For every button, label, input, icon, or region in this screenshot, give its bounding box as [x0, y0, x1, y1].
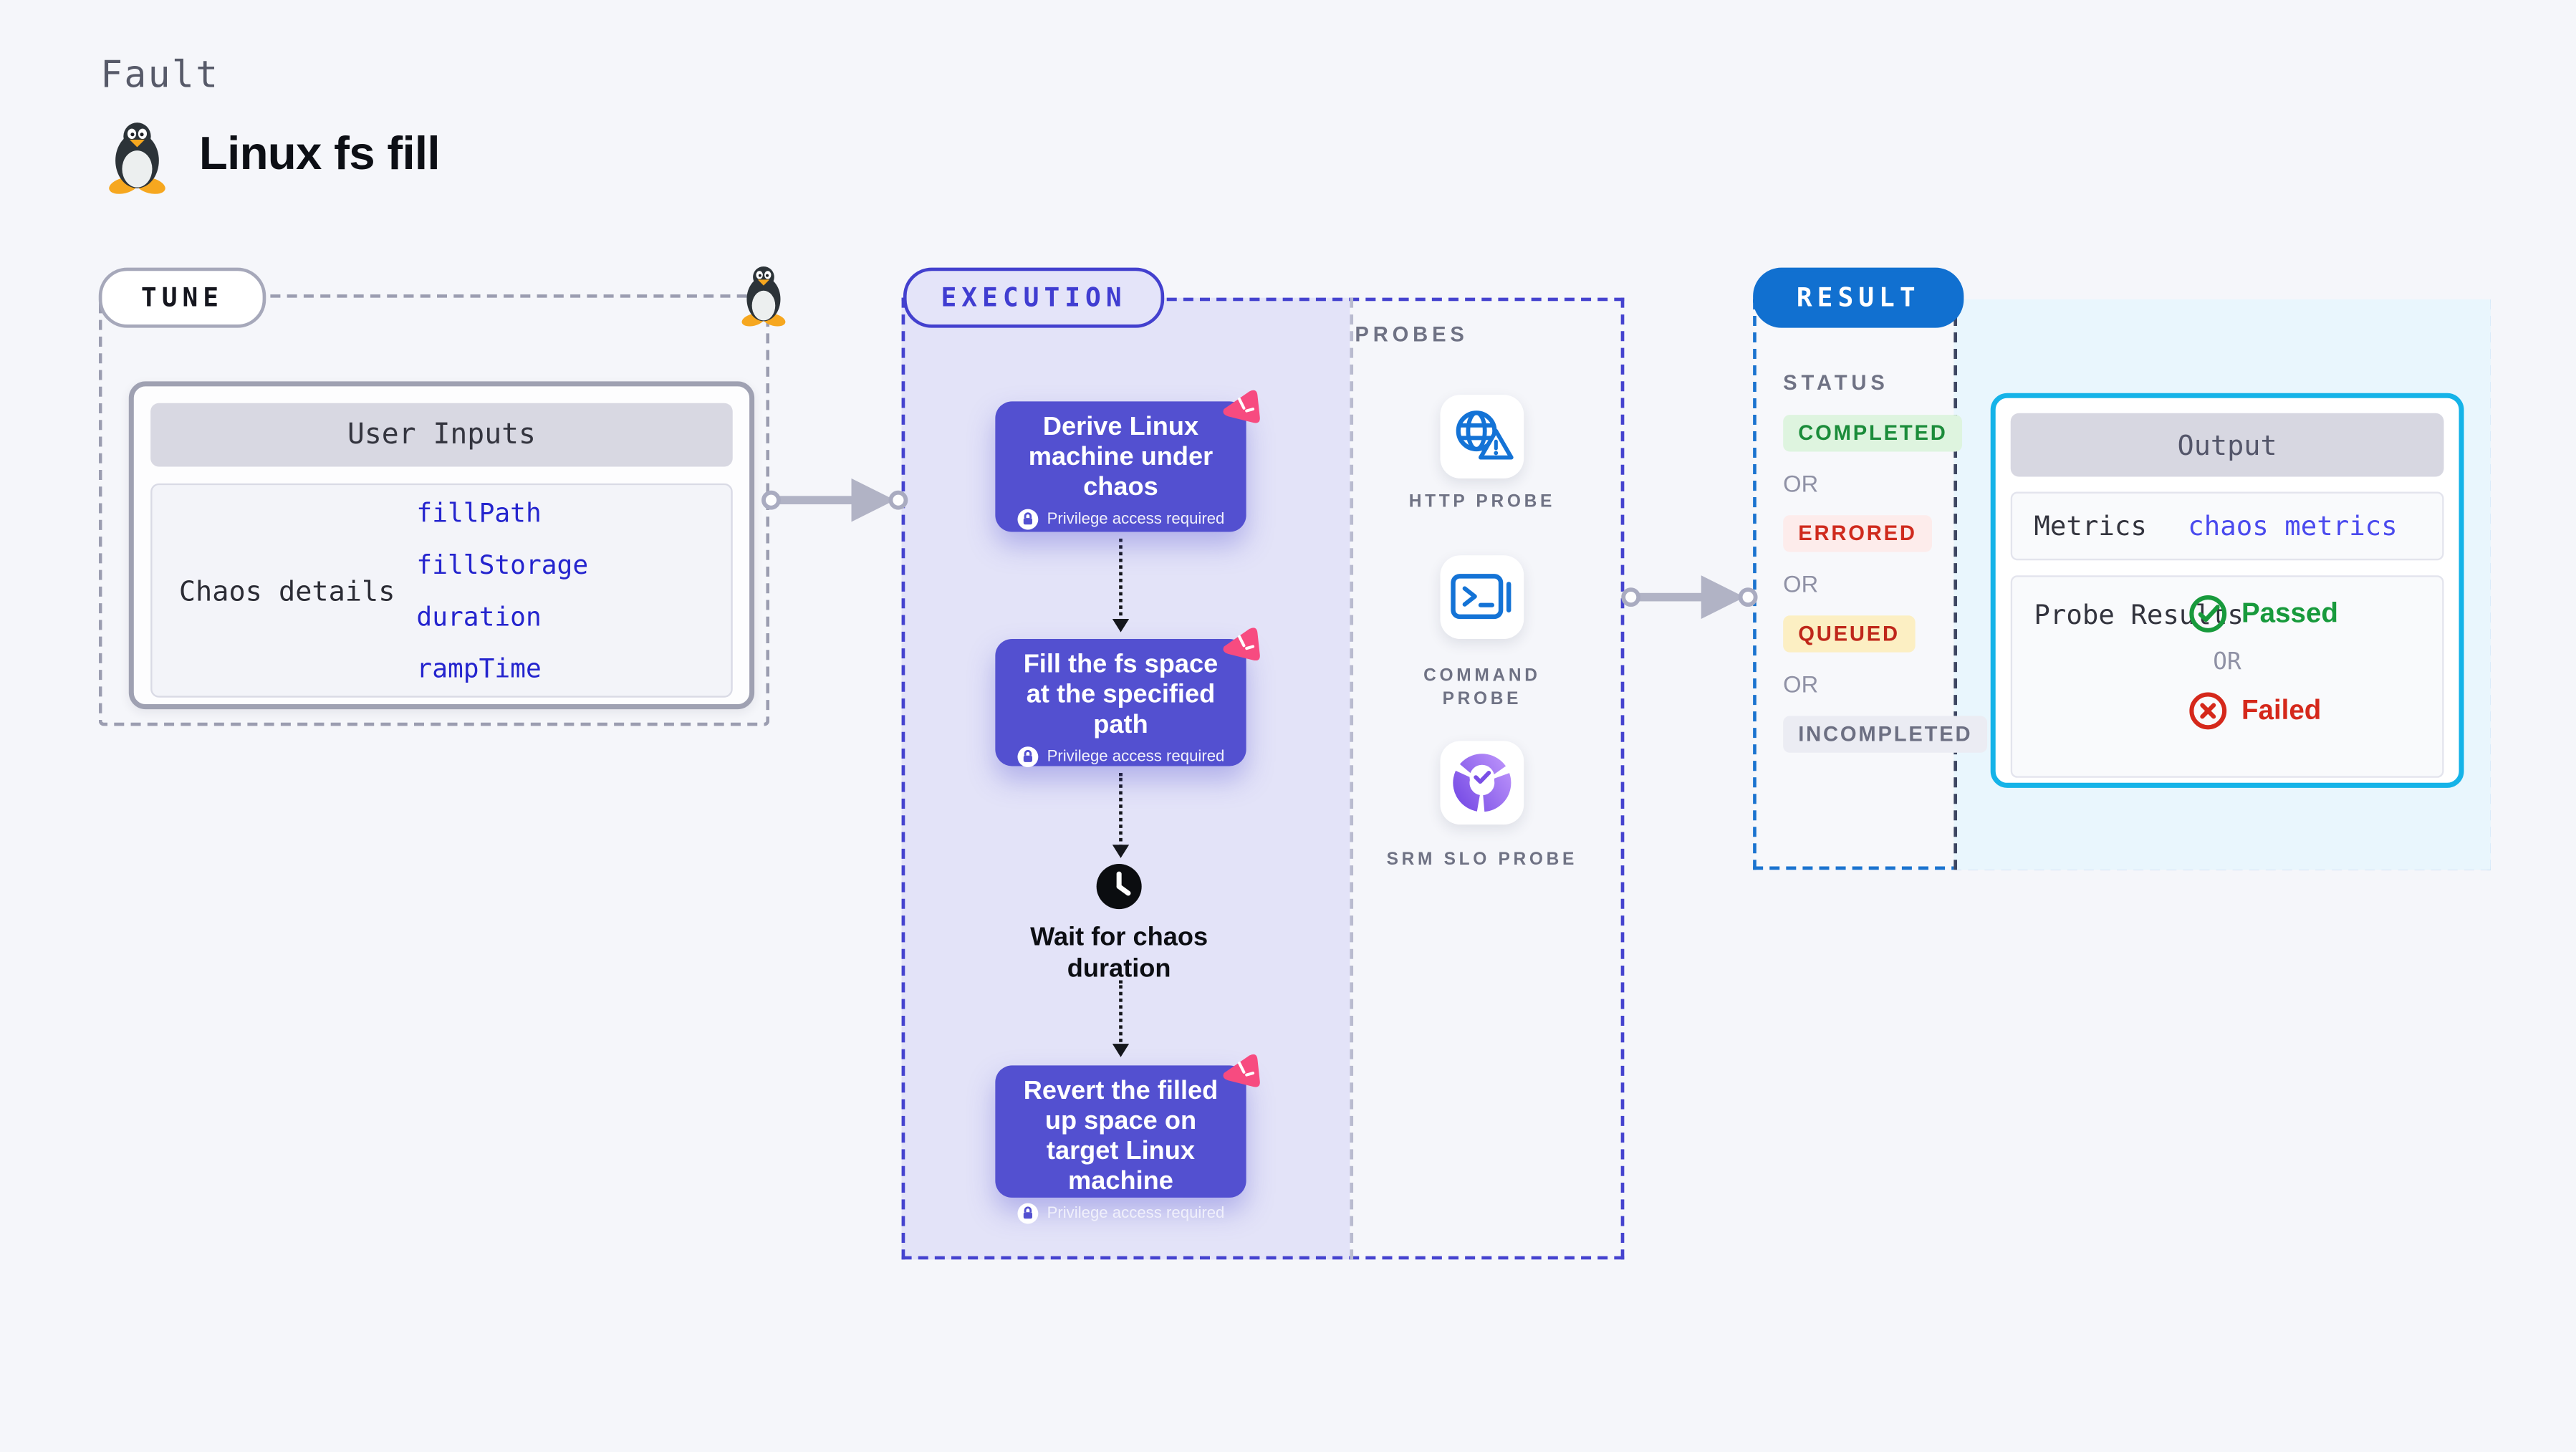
srm-slo-probe-label: SRM SLO PROBE	[1386, 850, 1578, 870]
status-badge-errored: ERRORED	[1783, 515, 1932, 552]
fault-eyebrow: Fault	[100, 55, 220, 97]
metrics-label: Metrics	[2034, 510, 2147, 542]
step-fill-fs-space: Fill the fs space at the specified path …	[995, 628, 1260, 768]
step-title: Derive Linux machine under chaos	[1028, 413, 1213, 502]
srm-slo-probe-icon	[1453, 754, 1512, 812]
input-ramptime: rampTime	[416, 653, 542, 683]
user-inputs-card: User Inputs Chaos details fillPath fillS…	[128, 381, 755, 710]
failed-label: Failed	[2241, 695, 2322, 726]
http-probe-label: HTTP PROBE	[1408, 491, 1555, 512]
output-title: Output	[2010, 413, 2444, 477]
input-fillpath: fillPath	[416, 497, 542, 528]
status-badge-incompleted: INCOMPLETED	[1783, 716, 1988, 753]
srm-slo-probe-card	[1440, 741, 1524, 825]
step-revert-space: Revert the filled up space on target Lin…	[995, 1054, 1260, 1224]
lock-icon	[1017, 509, 1039, 530]
user-inputs-body: Chaos details fillPath fillStorage durat…	[150, 483, 733, 698]
privilege-required-label: Privilege access required	[1047, 1204, 1225, 1223]
command-probe-label: COMMAND PROBE	[1423, 665, 1541, 708]
step-title: Fill the fs space at the specified path	[1023, 650, 1219, 740]
status-or-label: OR	[1783, 470, 1819, 497]
input-duration: duration	[416, 601, 542, 632]
execution-probes-divider	[1350, 297, 1354, 1260]
tux-penguin-icon	[109, 122, 165, 194]
command-probe-card	[1440, 555, 1524, 639]
lock-icon	[1017, 1203, 1039, 1224]
flow-arrow-2	[1112, 772, 1130, 858]
flow-arrow-1	[1112, 538, 1130, 633]
tune-to-execution-arrow	[761, 478, 908, 522]
http-probe-icon	[1456, 410, 1514, 460]
status-badge-queued: QUEUED	[1783, 615, 1915, 653]
chaos-metrics-link[interactable]: chaos metrics	[2188, 510, 2398, 542]
status-or-label: OR	[1783, 570, 1819, 597]
tux-penguin-small-icon	[741, 266, 786, 327]
output-or-label: OR	[2213, 649, 2241, 676]
page-title: Linux fs fill	[198, 127, 441, 179]
probe-results-row: Probe Results Passed OR Failed	[2010, 575, 2444, 778]
step-derive-machine: Derive Linux machine under chaos Privile…	[995, 390, 1260, 532]
wait-for-chaos-label: Wait for chaos duration	[1030, 923, 1208, 984]
probes-to-result-arrow	[1621, 575, 1758, 619]
litmus-chaos-icon	[1223, 628, 1260, 661]
user-inputs-title: User Inputs	[150, 403, 733, 467]
litmus-chaos-icon	[1223, 390, 1260, 423]
tune-section-pill: TUNE	[98, 267, 266, 328]
probes-heading: PROBES	[1355, 322, 1469, 347]
result-section-pill: RESULT	[1753, 267, 1964, 328]
flow-arrow-3	[1112, 980, 1130, 1057]
clock-icon	[1096, 864, 1142, 910]
failed-x-icon	[2189, 692, 2227, 730]
step-title: Revert the filled up space on target Lin…	[1023, 1077, 1219, 1196]
passed-label: Passed	[2241, 597, 2338, 628]
tune-section-box	[98, 294, 770, 726]
input-fillstorage: fillStorage	[416, 549, 589, 580]
lock-icon	[1017, 746, 1039, 768]
litmus-chaos-icon	[1223, 1054, 1260, 1087]
passed-check-icon	[2189, 595, 2227, 633]
execution-section-box	[901, 297, 1625, 1260]
status-or-label: OR	[1783, 670, 1819, 698]
privilege-required-label: Privilege access required	[1047, 747, 1225, 766]
status-badges-list: COMPLETED OR ERRORED OR QUEUED OR INCOMP…	[1783, 415, 1988, 753]
output-card: Output Metrics chaos metrics Probe Resul…	[1990, 393, 2464, 788]
command-probe-icon	[1451, 574, 1512, 620]
privilege-required-label: Privilege access required	[1047, 510, 1225, 529]
status-badge-completed: COMPLETED	[1783, 415, 1963, 452]
http-probe-card	[1440, 395, 1524, 479]
result-status-divider	[1953, 299, 1958, 870]
execution-section-pill: EXECUTION	[903, 267, 1165, 328]
chaos-details-values: fillPath fillStorage duration rampTime	[416, 498, 588, 683]
metrics-row: Metrics chaos metrics	[2010, 491, 2444, 561]
chaos-details-label: Chaos details	[178, 574, 395, 607]
status-heading: STATUS	[1783, 371, 1889, 395]
